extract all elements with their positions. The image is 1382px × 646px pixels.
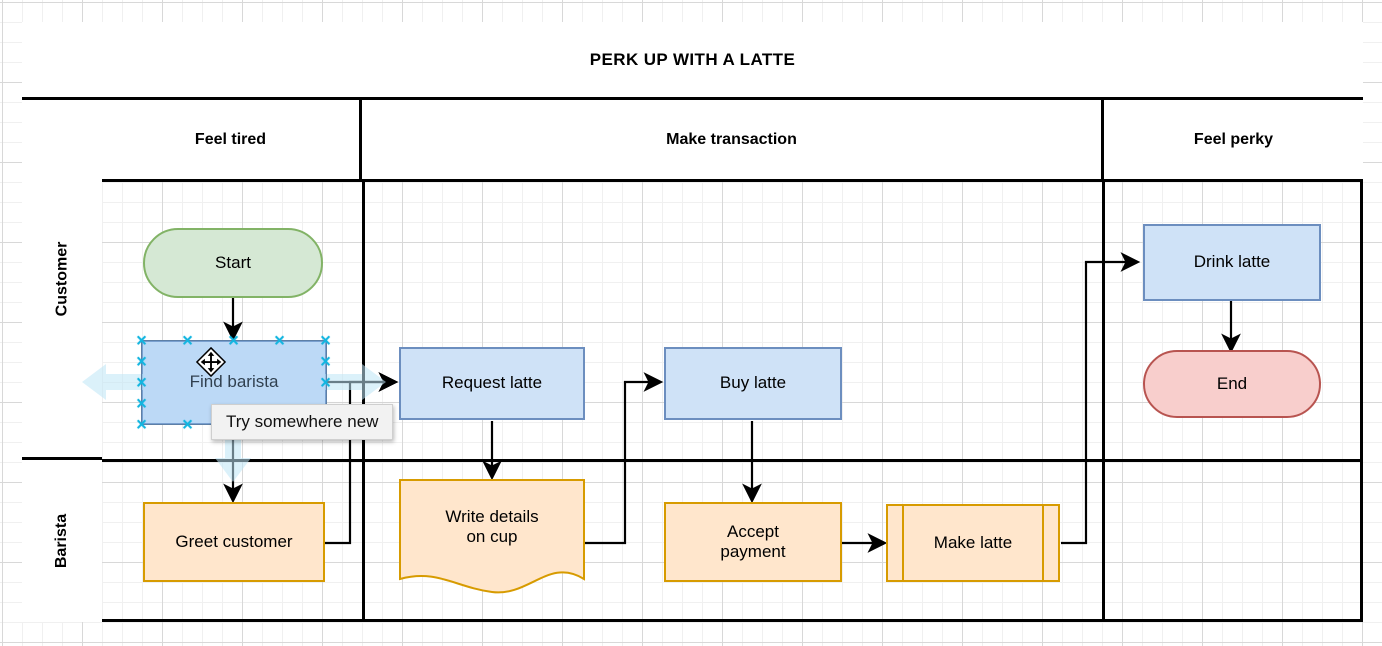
node-write-details-line2: on cup: [466, 527, 518, 546]
selection-handle-e-upper[interactable]: [319, 355, 332, 368]
node-write-details-line1: Write details: [445, 506, 539, 526]
node-accept-payment-line2: payment: [720, 542, 786, 561]
node-buy-latte[interactable]: Buy latte: [664, 347, 842, 420]
tooltip-try-somewhere-new: Try somewhere new: [211, 404, 394, 440]
node-request-latte[interactable]: Request latte: [399, 347, 585, 420]
selection-handle-n-right[interactable]: [273, 334, 286, 347]
node-drink-latte[interactable]: Drink latte: [1143, 224, 1321, 301]
lane-divider[interactable]: [102, 459, 1363, 462]
phase-header-feel-tired[interactable]: Feel tired: [102, 100, 362, 179]
lane-label-customer: Customer: [53, 241, 70, 316]
phase-header-band: Feel tired Make transaction Feel perky: [102, 100, 1363, 182]
node-drink-latte-label: Drink latte: [1193, 252, 1271, 272]
node-find-barista-label: Find barista: [189, 372, 279, 392]
node-start[interactable]: Start: [143, 228, 323, 298]
selection-handle-n[interactable]: [227, 334, 240, 347]
node-accept-payment[interactable]: Accept payment: [664, 502, 842, 582]
phase-divider-2[interactable]: [1102, 182, 1105, 622]
node-make-latte-label: Make latte: [933, 532, 1013, 552]
document-shape-icon: [399, 479, 585, 594]
node-write-details-label: Write details on cup: [445, 507, 538, 547]
selection-handle-w-upper[interactable]: [135, 355, 148, 368]
node-buy-latte-label: Buy latte: [719, 373, 787, 393]
selection-handle-n-left[interactable]: [181, 334, 194, 347]
move-cursor-icon: [196, 347, 226, 377]
direction-hint-left-icon[interactable]: [76, 360, 148, 404]
phase-header-feel-perky[interactable]: Feel perky: [1104, 100, 1363, 179]
lane-header-customer[interactable]: Customer: [22, 100, 102, 460]
selection-handle-s-left[interactable]: [181, 418, 194, 431]
node-write-details-on-cup[interactable]: Write details on cup: [399, 479, 585, 597]
node-accept-payment-line1: Accept: [727, 521, 779, 541]
node-end-label: End: [1216, 373, 1248, 393]
node-greet-customer[interactable]: Greet customer: [143, 502, 325, 582]
selection-handle-e[interactable]: [319, 376, 332, 389]
selection-handle-nw[interactable]: [135, 334, 148, 347]
node-greet-customer-label: Greet customer: [175, 531, 293, 551]
lane-header-barista[interactable]: Barista: [22, 460, 102, 622]
pool-title[interactable]: PERK UP WITH A LATTE: [22, 22, 1363, 100]
node-start-label: Start: [215, 252, 251, 272]
node-request-latte-label: Request latte: [441, 373, 543, 393]
selection-handle-w-lower[interactable]: [135, 397, 148, 410]
phase-header-make-transaction[interactable]: Make transaction: [362, 100, 1104, 179]
lane-header-column: Customer Barista: [22, 100, 102, 622]
selection-handle-sw[interactable]: [135, 418, 148, 431]
node-end[interactable]: End: [1143, 350, 1321, 418]
selection-handle-w[interactable]: [135, 376, 148, 389]
selection-handle-ne[interactable]: [319, 334, 332, 347]
node-make-latte[interactable]: Make latte: [886, 504, 1060, 582]
lane-label-barista: Barista: [53, 513, 70, 569]
